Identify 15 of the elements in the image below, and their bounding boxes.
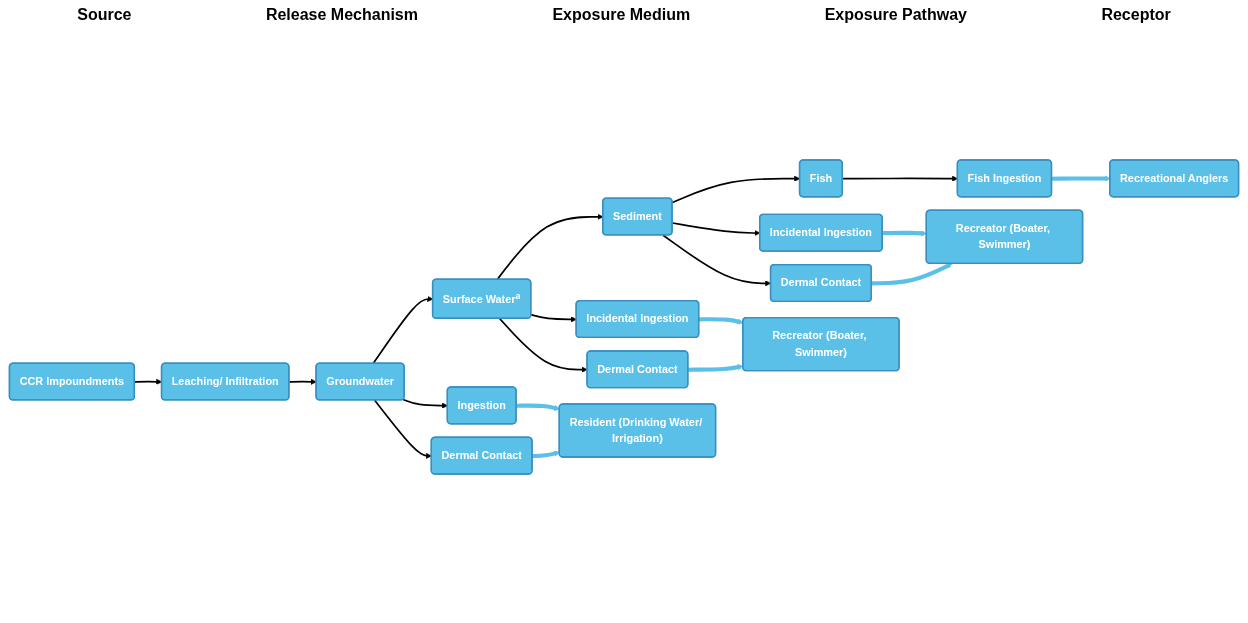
column-heading: Release Mechanism bbox=[265, 6, 418, 24]
arrow bbox=[498, 317, 588, 373]
column-heading: Exposure Pathway bbox=[824, 6, 967, 24]
column-heading: Exposure Medium bbox=[552, 6, 691, 24]
arrow bbox=[516, 403, 560, 411]
arrow bbox=[882, 229, 927, 236]
arrow bbox=[288, 378, 317, 385]
column-heading: Source bbox=[77, 6, 132, 24]
arrow bbox=[688, 363, 744, 372]
column-heading: Receptor bbox=[1101, 6, 1171, 24]
arrow bbox=[871, 262, 953, 285]
arrow bbox=[373, 398, 432, 459]
arrow bbox=[530, 313, 577, 322]
arrow bbox=[532, 450, 560, 458]
arrow bbox=[402, 398, 448, 409]
